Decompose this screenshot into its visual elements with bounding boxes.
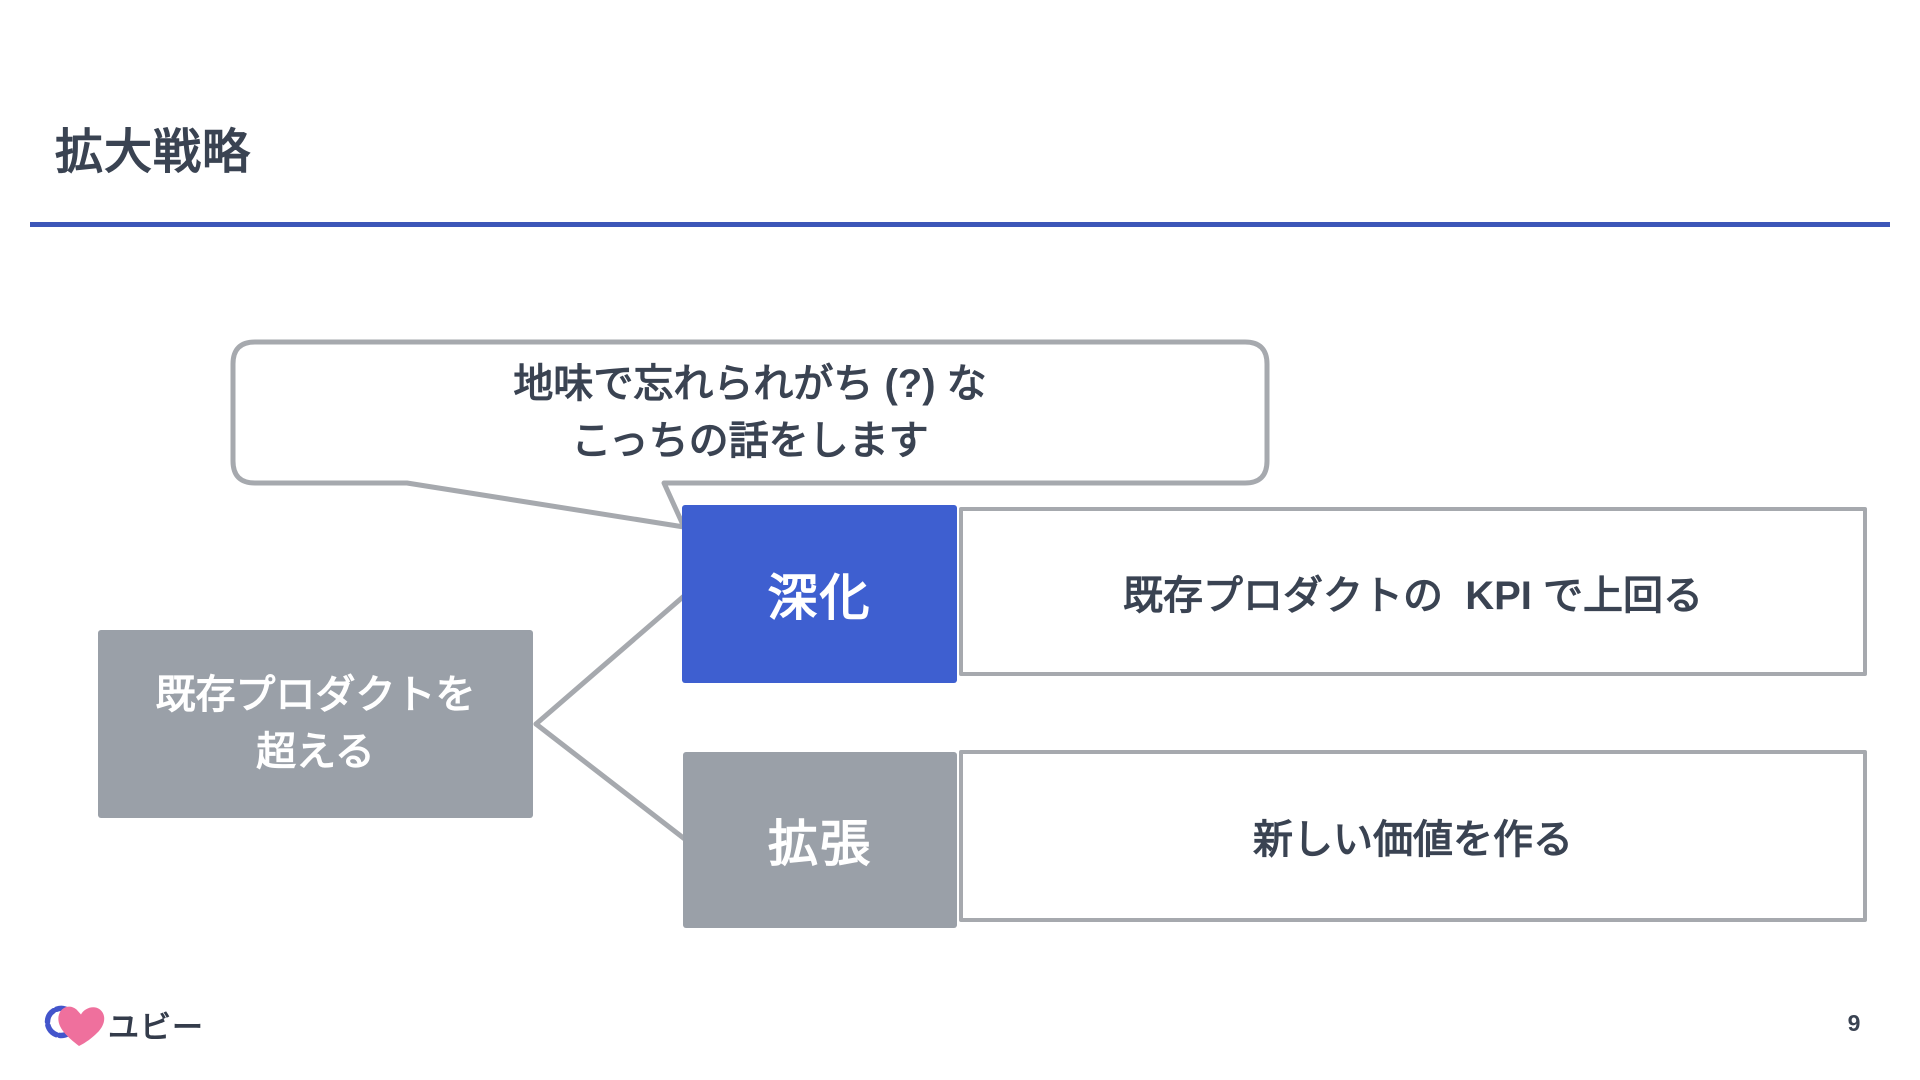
logo-heart-icon <box>44 1005 105 1046</box>
row-outline-box-shinka <box>959 507 1867 676</box>
speech-bubble-line1: 地味で忘れられがち (?) な <box>513 361 987 406</box>
speech-bubble-shape <box>230 339 1270 530</box>
page-title: 拡大戦略 <box>55 126 252 179</box>
title-divider <box>30 222 1890 227</box>
company-logo: ユビー <box>42 998 204 1050</box>
source-node-line2: 超える <box>256 730 375 774</box>
logo-text: ユビー <box>108 1009 204 1045</box>
row-label-shinka: 深化 <box>682 505 957 683</box>
row-description-kakucho: 新しい価値を作る <box>1253 818 1573 862</box>
row-description-shinka: 既存プロダクトの KPI で上回る <box>1122 573 1704 618</box>
row-label-kakucho: 拡張 <box>683 752 957 928</box>
speech-bubble-line2: こっちの話をします <box>571 418 929 463</box>
speech-bubble-text: 地味で忘れられがち (?) な こっちの話をします <box>243 347 1257 478</box>
connector-line-bottom <box>533 721 689 843</box>
page-number: 9 <box>1847 1010 1861 1036</box>
row-outline-box-kakucho <box>959 750 1867 922</box>
connector-line-top <box>533 593 687 727</box>
source-node: 既存プロダクトを 超える <box>98 630 533 818</box>
source-node-line1: 既存プロダクトを <box>155 673 476 717</box>
